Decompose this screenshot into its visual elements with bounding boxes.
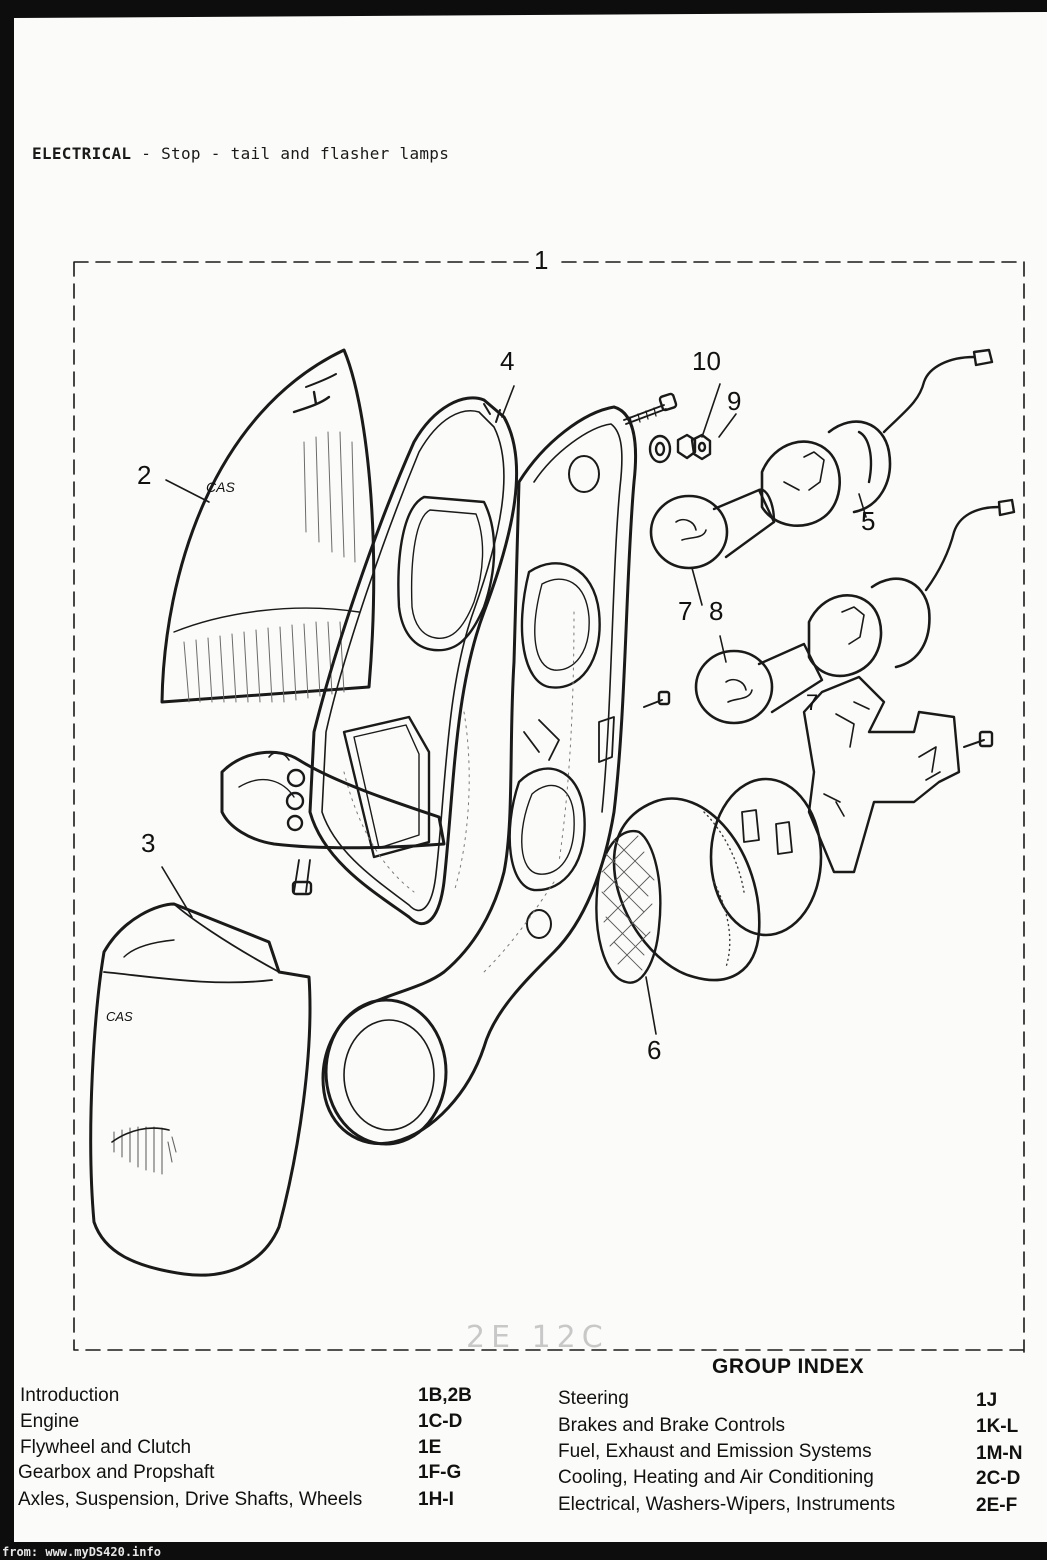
lens-mark-upper: CAS [206, 479, 235, 495]
index-code: 2C-D [976, 1468, 1021, 1489]
gasket-part [308, 396, 519, 925]
nut-part [676, 433, 712, 461]
bulbholder-bracket [802, 675, 994, 874]
group-index-title: GROUP INDEX [712, 1355, 865, 1378]
callout-4: 4 [500, 346, 515, 376]
bulb-upper [649, 488, 776, 570]
lamp-body-plinth [321, 405, 638, 1146]
screw-body [643, 690, 671, 708]
upper-lens-part [160, 348, 376, 704]
index-code: 1M-N [976, 1443, 1023, 1464]
assembly-boundary [73, 261, 1025, 1353]
callout-leaders [161, 383, 867, 1035]
index-code: 1H-I [418, 1489, 454, 1510]
bulbholder-upper [760, 348, 994, 527]
index-label: Gearbox and Propshaft [18, 1462, 215, 1483]
callout-7-lower: 7 [806, 690, 819, 715]
callout-2: 2 [137, 460, 152, 490]
index-label: Engine [20, 1411, 80, 1432]
index-label: Introduction [20, 1385, 120, 1406]
lower-lens-part [89, 902, 312, 1277]
callout-5: 5 [861, 506, 876, 536]
screw-lower [291, 859, 313, 896]
index-code: 1J [976, 1390, 998, 1411]
index-code: 1K-L [976, 1416, 1019, 1437]
callout-7-upper: 7 [678, 596, 693, 626]
bulbholder-lower [807, 498, 1016, 678]
index-code: 1F-G [418, 1462, 462, 1483]
callout-8: 8 [709, 596, 724, 626]
index-code: 1E [418, 1437, 442, 1458]
source-footer: from: www.myDS420.info [2, 1545, 161, 1559]
callout-6: 6 [647, 1035, 662, 1065]
index-label: Flywheel and Clutch [20, 1437, 192, 1458]
callout-1: 1 [534, 245, 549, 275]
heading-section: ELECTRICAL [32, 144, 132, 163]
lens-mark-lower: CAS [106, 1009, 133, 1024]
exploded-view-diagram [73, 261, 1025, 1353]
page-heading: ELECTRICAL - Stop - tail and flasher lam… [32, 144, 449, 163]
callout-3: 3 [141, 828, 156, 858]
index-code: 1C-D [418, 1411, 463, 1432]
index-label: Electrical, Washers-Wipers, Instruments [558, 1494, 896, 1515]
screw-upper [623, 392, 678, 426]
pencil-note: 2E 12C [466, 1320, 609, 1355]
index-label: Brakes and Brake Controls [558, 1415, 786, 1436]
index-label: Axles, Suspension, Drive Shafts, Wheels [18, 1489, 363, 1510]
index-label: Cooling, Heating and Air Conditioning [558, 1467, 874, 1488]
index-label: Fuel, Exhaust and Emission Systems [558, 1441, 872, 1462]
bulb-lower [694, 642, 824, 725]
reflector-part [595, 777, 823, 984]
manual-page: ELECTRICAL - Stop - tail and flasher lam… [14, 12, 1047, 1542]
index-label: Steering [558, 1388, 629, 1409]
callout-9: 9 [727, 386, 742, 416]
heading-title: - Stop - tail and flasher lamps [131, 144, 450, 163]
index-code: 1B,2B [418, 1385, 472, 1406]
page-shadow-edge [14, 12, 1047, 18]
callout-10: 10 [692, 346, 721, 376]
index-code: 2E-F [976, 1495, 1018, 1516]
washer-part [648, 434, 672, 464]
mounting-bracket [220, 750, 446, 850]
